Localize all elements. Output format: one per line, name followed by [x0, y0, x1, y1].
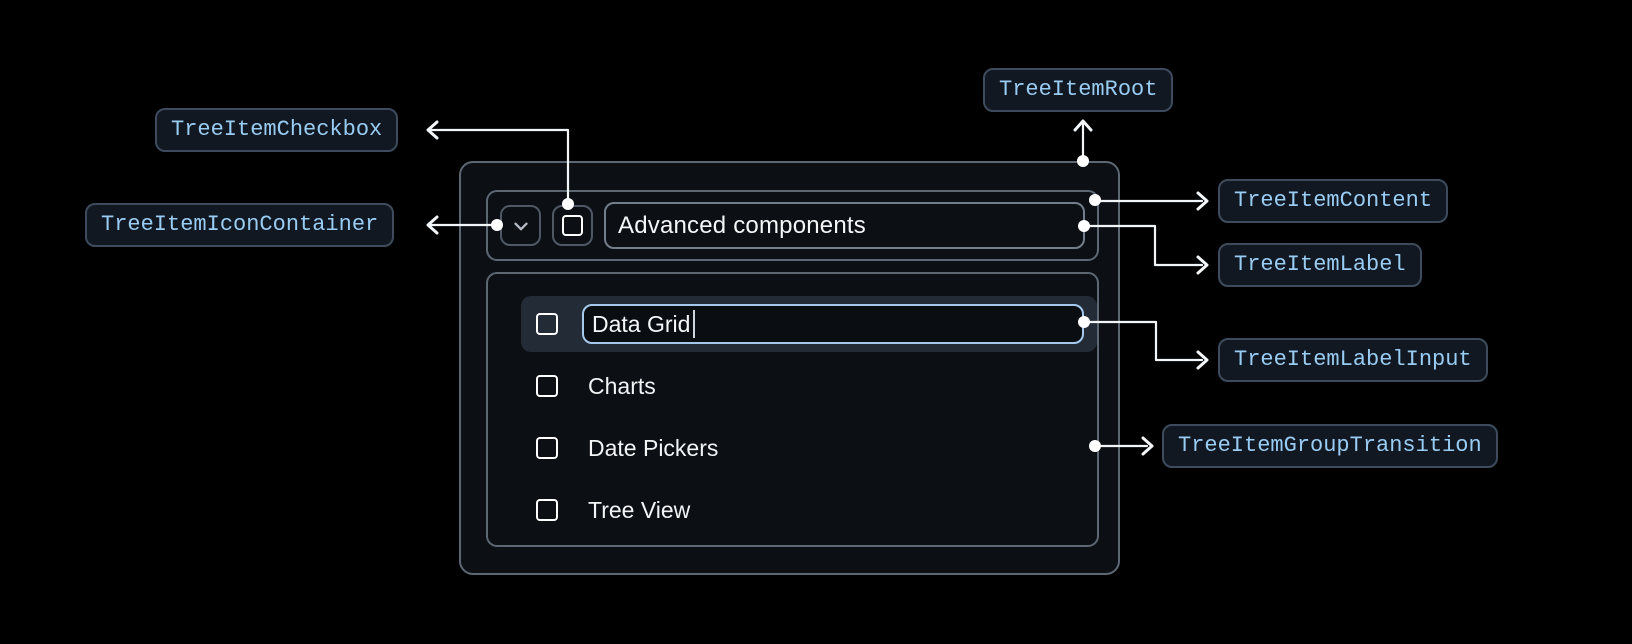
chevron-down-icon	[510, 215, 532, 237]
tree-row[interactable]: Charts	[521, 358, 1097, 414]
label-input-value: Data Grid	[592, 310, 691, 337]
tree-item-content[interactable]: Advanced components	[486, 190, 1099, 261]
annotation-chip-tree-item-content: TreeItemContent	[1218, 179, 1449, 223]
tree-row-label: Tree View	[588, 496, 691, 523]
checkbox-unchecked-icon[interactable]	[536, 313, 558, 335]
annotation-chip-tree-item-root: TreeItemRoot	[983, 68, 1174, 112]
tree-item-root: Advanced components Data Grid Charts Dat…	[459, 161, 1120, 575]
text-cursor	[693, 310, 696, 338]
checkbox-unchecked-icon[interactable]	[536, 499, 558, 521]
tree-item-group-transition: Data Grid Charts Date Pickers Tree View	[486, 272, 1099, 547]
tree-row-label: Charts	[588, 372, 656, 399]
checkbox-unchecked-icon[interactable]	[536, 437, 558, 459]
tree-item-checkbox-container[interactable]	[552, 205, 593, 246]
tree-row[interactable]: Tree View	[521, 482, 1097, 538]
checkbox-unchecked-icon[interactable]	[536, 375, 558, 397]
tree-row-label: Date Pickers	[588, 434, 719, 461]
parent-label-text: Advanced components	[618, 211, 866, 239]
checkbox-unchecked-icon[interactable]	[562, 215, 583, 236]
tree-item-label-input[interactable]: Data Grid	[582, 304, 1084, 344]
tree-row-editing[interactable]: Data Grid	[521, 296, 1097, 352]
tree-item-label: Advanced components	[604, 202, 1085, 249]
annotation-chip-tree-item-group-transition: TreeItemGroupTransition	[1162, 424, 1498, 468]
annotation-chip-tree-item-label: TreeItemLabel	[1218, 243, 1422, 287]
annotation-chip-tree-item-label-input: TreeItemLabelInput	[1218, 338, 1488, 382]
tree-row[interactable]: Date Pickers	[521, 420, 1097, 476]
annotation-chip-tree-item-checkbox: TreeItemCheckbox	[155, 108, 399, 152]
tree-item-icon-container[interactable]	[500, 205, 541, 246]
annotation-chip-tree-item-icon-container: TreeItemIconContainer	[85, 203, 395, 247]
